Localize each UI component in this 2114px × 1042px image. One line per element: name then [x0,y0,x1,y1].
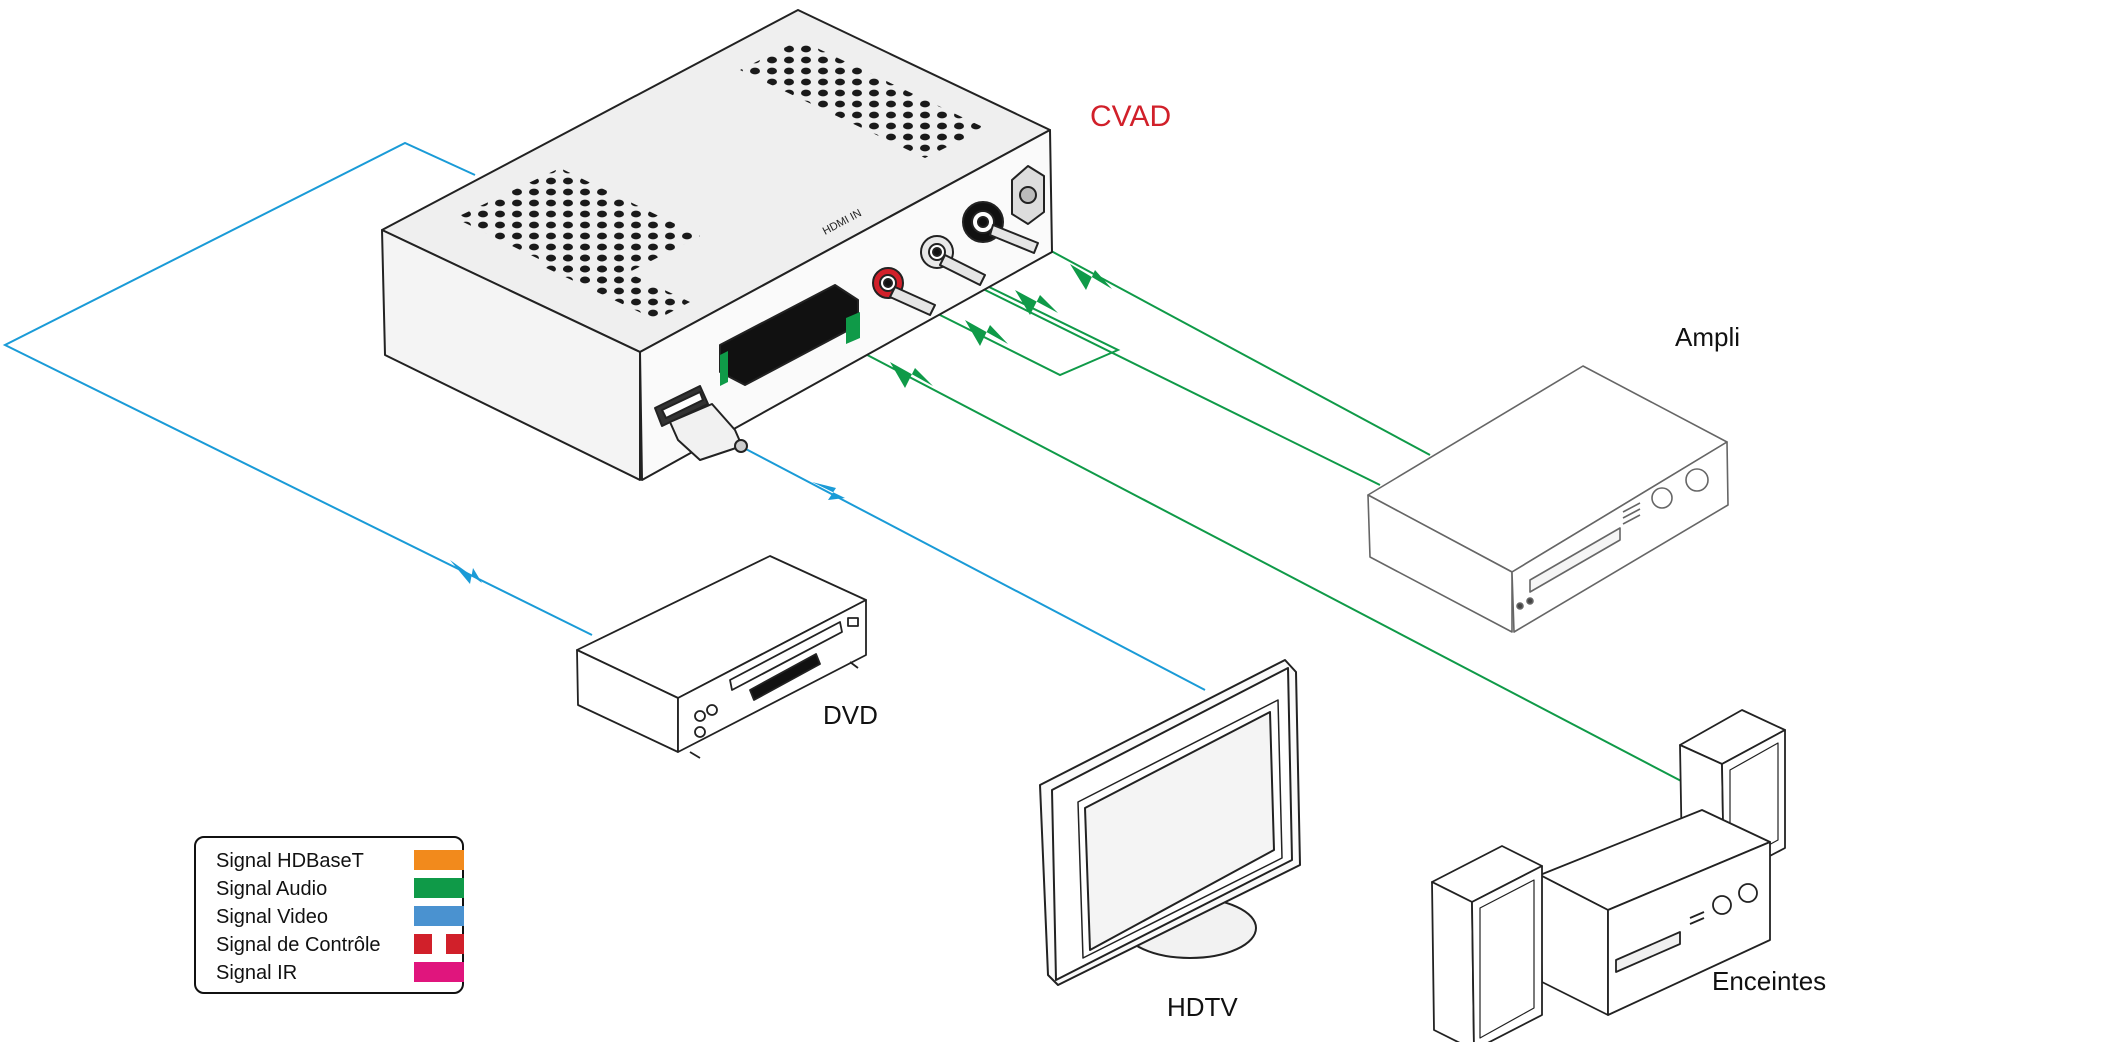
amplifier-device [1367,365,1729,633]
legend-row-ir: Signal IR [216,960,464,986]
ampli-display [1529,527,1621,593]
power-connector [1011,165,1045,225]
rca-jack-white [920,235,986,286]
video-signal-lines [2,141,1206,691]
vent-grid-front [455,168,700,288]
ampli-label: Ampli [1675,322,1741,352]
hdtv-screen-bezel [1077,699,1283,959]
legend-label: Signal Video [216,906,328,928]
enceintes-device [1431,709,1786,1042]
dvd-label: DVD [823,700,878,730]
ampli-knob-right [1685,468,1709,492]
legend-row-control: Signal de Contrôle [216,932,464,958]
audio-line-rca-right-to-ampli [1039,244,1431,456]
legend-swatch-dash [446,934,464,954]
audio-arrow-icon [1070,264,1112,290]
audio-arrow-icon [890,362,933,388]
video-arrow-icon [812,482,845,500]
audio-line-to-enceintes [851,346,1686,784]
hdmi-port [654,385,709,427]
cvad-label: CVAD [1090,100,1172,133]
audio-arrow-icon [965,320,1008,346]
vent-grid-rear [740,40,985,158]
legend-row-video: Signal Video [216,904,464,930]
legend-row-hdbaset: Signal HDBaseT [216,848,464,874]
ampli-knob-left [1651,487,1673,509]
cvad-device: HDMI IN [381,9,1053,481]
hdmi-plug [669,403,748,461]
video-arrows [450,482,845,584]
legend-swatch-audio [414,878,464,898]
dvd-to-cvad-video-line [2,141,593,636]
video-arrow-icon [450,560,482,584]
speaker-left [1431,845,1543,1042]
audio-line-rca-red-loop [929,284,1121,377]
legend-label: Signal de Contrôle [216,934,381,956]
legend-label: Signal IR [216,962,298,984]
enceintes-label: Enceintes [1712,966,1827,996]
rca-jack-red [872,267,936,316]
terminal-block [719,284,860,386]
legend-swatch-hdbaset [414,850,464,870]
legend-box: Signal HDBaseT Signal Audio Signal Video… [194,836,464,994]
hdtv-device [1039,659,1301,986]
audio-arrow-icon [1015,290,1058,315]
hdtv-screen [1084,711,1275,951]
legend-label: Signal HDBaseT [216,850,364,872]
legend-swatch-video [414,906,464,926]
dvd-disc-tray [749,653,821,701]
audio-signal-lines [851,244,1686,784]
legend-row-audio: Signal Audio [216,876,464,902]
vent-grid-mid [540,248,690,320]
legend-label: Signal Audio [216,878,328,900]
audio-line-rca-mid [974,284,1381,486]
legend-swatch-dash [414,934,432,954]
legend-swatch-ir [414,962,464,982]
dvd-player [576,555,867,759]
audio-arrows [890,264,1112,388]
rca-jack-black [962,201,1039,254]
legend-swatch-control [414,934,464,954]
hdtv-label: HDTV [1167,992,1238,1022]
cvad-left-face [381,229,641,481]
cvad-to-hdtv-video-line [741,446,1206,691]
